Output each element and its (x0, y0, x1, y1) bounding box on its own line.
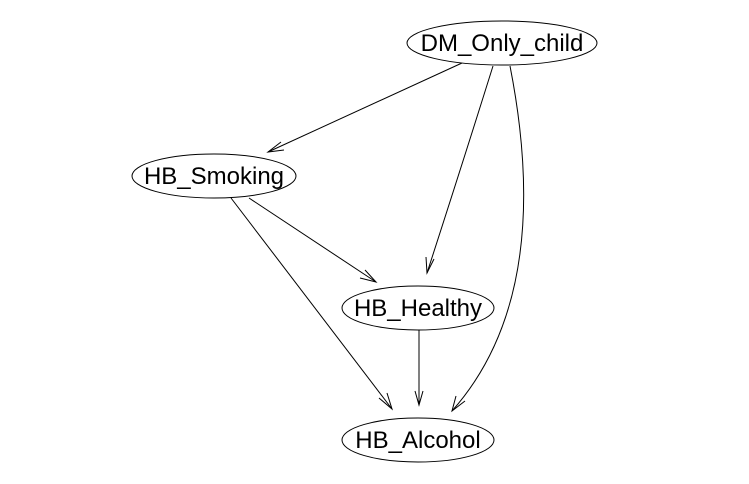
edge-only-child-to-healthy (425, 65, 494, 275)
node-label: DM_Only_child (421, 30, 584, 57)
node-hb-healthy[interactable]: HB_Healthy (341, 285, 495, 331)
node-ellipse (406, 20, 598, 66)
edge-smoking-to-healthy (248, 197, 378, 283)
edge-only-child-to-alcohol (451, 65, 525, 413)
edge-healthy-to-alcohol (414, 330, 424, 407)
node-hb-smoking[interactable]: HB_Smoking (131, 153, 297, 199)
node-dm-only-child[interactable]: DM_Only_child (406, 20, 598, 66)
node-ellipse (341, 285, 495, 331)
node-ellipse (131, 153, 297, 199)
node-label: HB_Alcohol (355, 427, 480, 454)
node-label: HB_Smoking (144, 163, 284, 190)
edge-smoking-to-alcohol (230, 197, 393, 411)
node-label: HB_Healthy (354, 295, 482, 322)
edge-only-child-to-smoking (266, 62, 463, 153)
node-ellipse (341, 417, 495, 463)
node-hb-alcohol[interactable]: HB_Alcohol (341, 417, 495, 463)
